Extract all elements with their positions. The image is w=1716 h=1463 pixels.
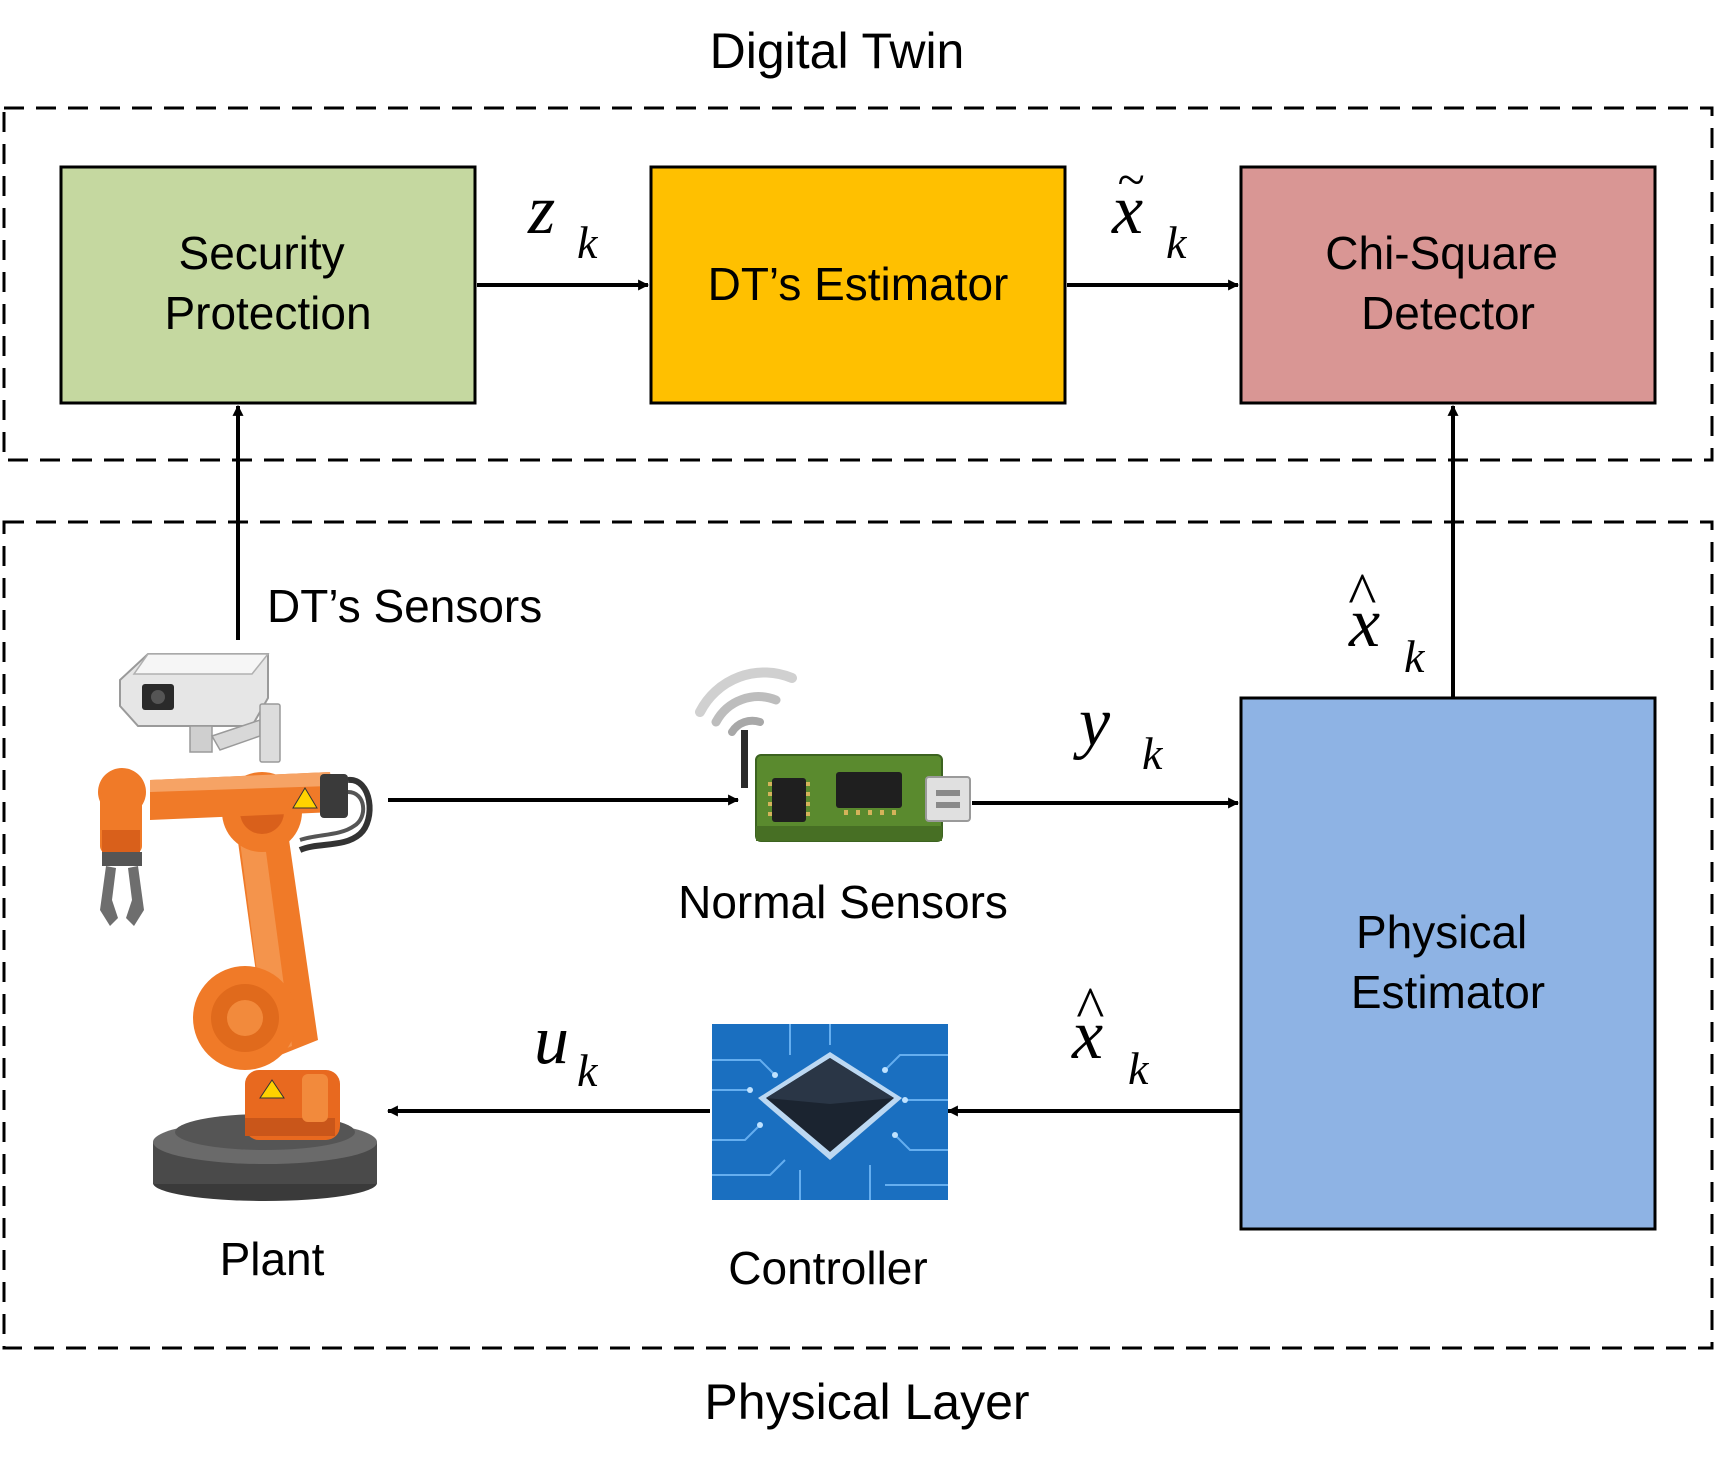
security-protection-label: Security Protection bbox=[164, 227, 371, 339]
signal-u-symbol: u bbox=[534, 1002, 569, 1079]
connectors bbox=[232, 279, 1459, 1117]
physical-estimator-label: Physical Estimator bbox=[1351, 906, 1545, 1018]
digital-twin-title: Digital Twin bbox=[710, 23, 965, 79]
signal-z-symbol: z bbox=[527, 172, 555, 249]
signal-x-tilde-subscript: k bbox=[1166, 217, 1188, 268]
signal-u-k: u k bbox=[534, 1002, 599, 1096]
signal-x-tilde-symbol: x bbox=[1111, 172, 1143, 249]
security-camera-icon bbox=[119, 653, 281, 763]
signal-x-tilde-k: ~ x k bbox=[1111, 151, 1188, 268]
microchip-icon bbox=[712, 1024, 948, 1200]
physical-estimator-line-2: Estimator bbox=[1351, 966, 1545, 1018]
dt-estimator-block bbox=[649, 165, 1067, 405]
dt-estimator-label: DT’s Estimator bbox=[708, 258, 1009, 310]
security-protection-line-1: Security bbox=[179, 227, 345, 279]
signal-y-symbol: y bbox=[1073, 684, 1111, 761]
chi-square-line-2: Detector bbox=[1361, 287, 1535, 339]
signal-u-subscript: k bbox=[577, 1045, 599, 1096]
chi-square-line-1: Chi-Square bbox=[1325, 227, 1558, 279]
signal-x-hat-k-upper: ^ x k bbox=[1347, 561, 1426, 682]
digital-twin-boundary bbox=[2, 106, 1714, 462]
signal-z-subscript: k bbox=[577, 217, 599, 268]
signal-x-hat-upper-accent: ^ bbox=[1347, 561, 1376, 627]
signal-x-hat-ctrl-symbol: x bbox=[1071, 997, 1103, 1074]
physical-layer-title: Physical Layer bbox=[704, 1374, 1029, 1430]
normal-sensors-label: Normal Sensors bbox=[678, 876, 1008, 928]
chi-square-detector-label: Chi-Square Detector bbox=[1325, 227, 1570, 339]
physical-layer-boundary bbox=[2, 520, 1714, 1350]
security-protection-line-2: Protection bbox=[164, 287, 371, 339]
dt-sensors-label: DT’s Sensors bbox=[267, 580, 542, 632]
signal-y-subscript: k bbox=[1142, 728, 1164, 779]
chi-square-detector-block bbox=[1239, 165, 1657, 405]
robot-arm-icon bbox=[98, 768, 377, 1201]
wireless-sensor-board-icon bbox=[695, 667, 971, 842]
plant-label: Plant bbox=[220, 1233, 325, 1285]
physical-estimator-line-1: Physical bbox=[1356, 906, 1527, 958]
signal-x-hat-upper-symbol: x bbox=[1348, 585, 1380, 662]
signal-x-hat-upper-subscript: k bbox=[1404, 631, 1426, 682]
signal-z-k: z k bbox=[527, 172, 599, 268]
security-protection-block bbox=[59, 165, 477, 405]
controller-label: Controller bbox=[728, 1242, 927, 1294]
signal-x-hat-k-controller: ^ x k bbox=[1071, 975, 1150, 1094]
signal-y-k: y k bbox=[1073, 684, 1164, 779]
signal-x-tilde-accent: ~ bbox=[1117, 151, 1144, 207]
signal-x-hat-ctrl-subscript: k bbox=[1128, 1043, 1150, 1094]
signal-x-hat-ctrl-accent: ^ bbox=[1075, 975, 1104, 1041]
physical-estimator-block bbox=[1239, 696, 1657, 1231]
